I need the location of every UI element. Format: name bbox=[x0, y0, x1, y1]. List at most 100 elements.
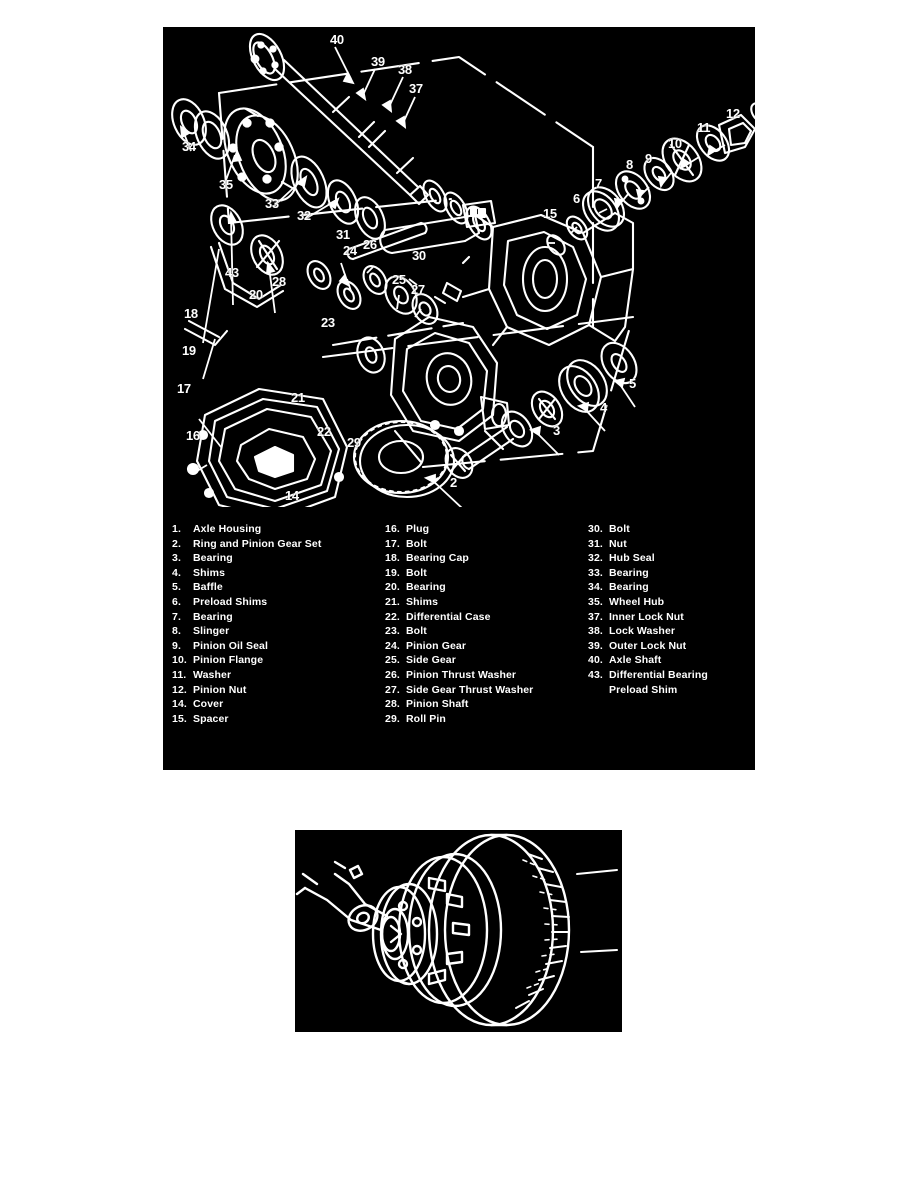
legend-item: 34.Bearing bbox=[588, 580, 708, 595]
legend-item-label: Pinion Nut bbox=[193, 683, 247, 696]
legend-item-number: 39. bbox=[588, 639, 603, 652]
legend-item: 22. Differential Case bbox=[385, 610, 533, 625]
legend-item-label: Wheel Hub bbox=[609, 595, 665, 608]
legend-item: 6.Preload Shims bbox=[172, 595, 321, 610]
callout-26: 26 bbox=[363, 237, 377, 252]
legend-item-number: 22. bbox=[385, 610, 400, 623]
callout-18: 18 bbox=[184, 306, 198, 321]
legend-item-number: 25. bbox=[385, 654, 400, 667]
legend-item-label: Ring and Pinion Gear Set bbox=[193, 537, 322, 550]
callout-43: 43 bbox=[225, 265, 239, 280]
legend-item: 10. Pinion Flange bbox=[172, 653, 321, 668]
legend-item-number: 32. bbox=[588, 552, 603, 565]
legend-item-label: Differential Bearing bbox=[609, 668, 708, 681]
legend-item-label: Baffle bbox=[193, 581, 223, 594]
callout-7: 7 bbox=[595, 176, 602, 191]
callout-31: 31 bbox=[336, 227, 350, 242]
legend-item-number: 14. bbox=[172, 698, 187, 711]
legend-item: 5. Baffle bbox=[172, 580, 321, 595]
legend-item: 27.Side Gear Thrust Washer bbox=[385, 683, 533, 698]
legend-item: 16. Plug bbox=[385, 522, 533, 537]
legend-item: 17. Bolt bbox=[385, 537, 533, 552]
legend-item: 31. Nut bbox=[588, 537, 708, 552]
legend-item-number: 40. bbox=[588, 654, 603, 667]
legend-item-label: Lock Washer bbox=[609, 625, 676, 638]
legend-item-number: 18. bbox=[385, 552, 400, 565]
legend-item-label: Axle Shaft bbox=[609, 654, 662, 667]
callout-9: 9 bbox=[645, 151, 652, 166]
legend-item-number: 10. bbox=[172, 654, 187, 667]
legend-item: 38. Lock Washer bbox=[588, 624, 708, 639]
legend-item-number: 19. bbox=[385, 566, 400, 579]
legend-item: 21. Shims bbox=[385, 595, 533, 610]
legend-item-label: Roll Pin bbox=[406, 712, 446, 725]
legend-item-label: Pinion Gear bbox=[406, 639, 467, 652]
callout-38: 38 bbox=[398, 62, 412, 77]
legend-item: 4.Shims bbox=[172, 566, 321, 581]
callout-29: 29 bbox=[347, 435, 361, 450]
callout-5: 5 bbox=[629, 376, 636, 391]
legend-item: 30.Bolt bbox=[588, 522, 708, 537]
legend-item: 39. Outer Lock Nut bbox=[588, 639, 708, 654]
callout-32: 32 bbox=[297, 208, 311, 223]
callout-12: 12 bbox=[726, 106, 740, 121]
legend-item-label: Outer Lock Nut bbox=[609, 639, 687, 652]
legend-item-label: Pinion Flange bbox=[193, 654, 264, 667]
callout-2: 2 bbox=[450, 475, 457, 490]
legend-item: 8.Slinger bbox=[172, 624, 321, 639]
legend-item: 28.Pinion Shaft bbox=[385, 697, 533, 712]
legend-item-label: Inner Lock Nut bbox=[609, 610, 684, 623]
legend-item: 29.Roll Pin bbox=[385, 712, 533, 727]
legend-item-label: Shims bbox=[406, 595, 439, 608]
legend-item-number: 4. bbox=[172, 566, 181, 579]
legend-item-label: Bearing bbox=[193, 552, 233, 565]
legend-item-label: Bolt bbox=[406, 566, 427, 579]
legend-item-number: 27. bbox=[385, 683, 400, 696]
legend-item-label: Nut bbox=[609, 537, 627, 550]
legend-item-label: Bearing bbox=[609, 566, 649, 579]
legend-item-label: Bearing bbox=[193, 610, 233, 623]
legend-item-number: 8. bbox=[172, 625, 181, 638]
legend-item-number: 28. bbox=[385, 698, 400, 711]
legend-item-number: 5. bbox=[172, 581, 181, 594]
legend-item-number: 7. bbox=[172, 610, 181, 623]
legend-item-number: 21. bbox=[385, 595, 400, 608]
callout-22: 22 bbox=[317, 424, 331, 439]
callout-4: 4 bbox=[600, 400, 607, 415]
callout-23: 23 bbox=[321, 315, 335, 330]
legend-item-number: 11. bbox=[172, 668, 187, 681]
legend-item-number: 15. bbox=[172, 712, 187, 725]
callout-20: 20 bbox=[249, 287, 263, 302]
legend-item-label: Bearing Cap bbox=[406, 552, 469, 565]
callout-21: 21 bbox=[291, 390, 305, 405]
legend-item-label: Spacer bbox=[193, 712, 229, 725]
legend-item-label: Bolt bbox=[406, 537, 427, 550]
legend-item-label: Axle Housing bbox=[193, 523, 262, 535]
legend-item-label: Plug bbox=[406, 523, 430, 535]
callout-6: 6 bbox=[573, 191, 580, 206]
legend-item-number: 17. bbox=[385, 537, 400, 550]
legend-item-label: Pinion Thrust Washer bbox=[406, 668, 517, 681]
legend-item: 20.Bearing bbox=[385, 580, 533, 595]
legend-item: 26.Pinion Thrust Washer bbox=[385, 668, 533, 683]
legend-item-number: 9. bbox=[172, 639, 181, 652]
callout-37: 37 bbox=[409, 81, 423, 96]
legend-item-label: Pinion Oil Seal bbox=[193, 639, 269, 652]
callout-25: 25 bbox=[392, 272, 406, 287]
hub-rotor-artwork bbox=[295, 833, 618, 1027]
legend-item-number: 38. bbox=[588, 625, 603, 638]
legend-item: 12.Pinion Nut bbox=[172, 683, 321, 698]
legend-item-label: Differential Case bbox=[406, 610, 491, 623]
legend-item: 11.Washer bbox=[172, 668, 321, 683]
legend-item-number: 6. bbox=[172, 595, 181, 608]
legend-item-label: Side Gear bbox=[406, 654, 456, 667]
legend-item-number: 31. bbox=[588, 537, 603, 550]
legend-item-number: 16. bbox=[385, 523, 400, 535]
callout-34: 34 bbox=[182, 139, 196, 154]
callout-35: 35 bbox=[219, 177, 233, 192]
legend-item-label: Cover bbox=[193, 698, 224, 711]
legend-item: 7. Bearing bbox=[172, 610, 321, 625]
